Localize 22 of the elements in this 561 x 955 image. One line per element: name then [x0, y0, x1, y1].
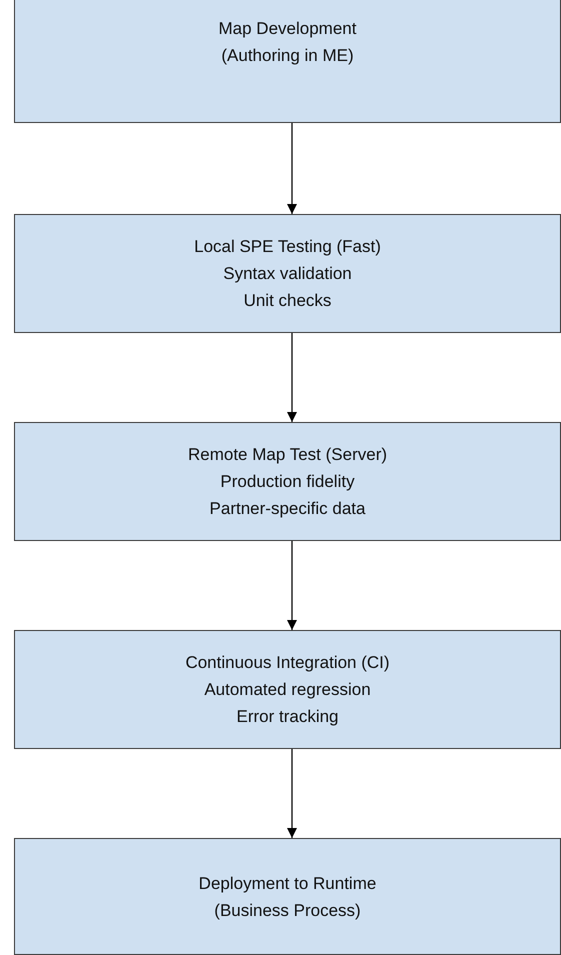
- arrow: [287, 123, 297, 214]
- process-box: [14, 422, 561, 541]
- process-box: [14, 838, 561, 955]
- box-text: Error tracking: [236, 706, 339, 728]
- box-text: Local SPE Testing (Fast): [194, 236, 381, 258]
- box-text: Production fidelity: [220, 471, 355, 493]
- box-text: (Authoring in ME): [221, 44, 354, 66]
- arrow: [287, 749, 297, 838]
- process-box: [14, 630, 561, 749]
- box-text: (Business Process): [214, 900, 361, 922]
- box-text: Map Development: [218, 18, 356, 40]
- box-text: Unit checks: [244, 290, 332, 312]
- arrow: [287, 333, 297, 422]
- arrow: [287, 541, 297, 630]
- process-box: [14, 0, 561, 123]
- box-text: Automated regression: [204, 679, 371, 701]
- box-text: Partner-specific data: [210, 498, 366, 520]
- box-text: Syntax validation: [223, 263, 352, 285]
- process-box: [14, 214, 561, 333]
- box-text: Continuous Integration (CI): [185, 652, 390, 674]
- box-text: Remote Map Test (Server): [188, 444, 388, 466]
- box-text: Deployment to Runtime: [198, 872, 376, 894]
